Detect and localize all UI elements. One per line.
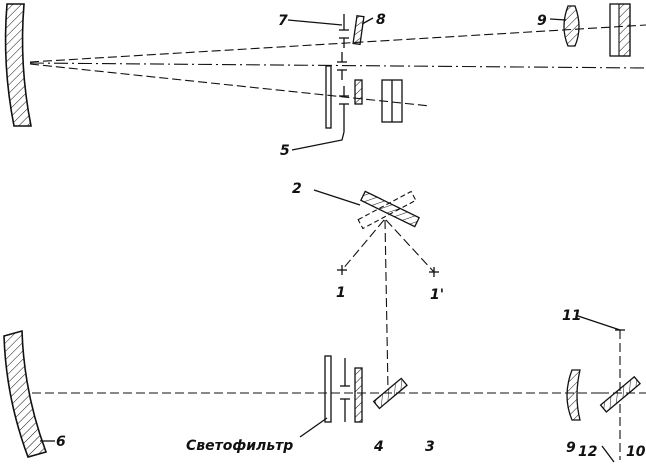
- rotating-mirror-2: [313, 189, 439, 391]
- lower-mirror-6: [3, 329, 48, 458]
- slit-7: [339, 14, 349, 48]
- label-10: 10: [626, 444, 646, 460]
- mirror-10: [599, 375, 641, 413]
- label-3: 3: [425, 439, 435, 455]
- label-5: 5: [280, 143, 290, 159]
- lower-block: [381, 79, 403, 123]
- label-1: 1: [336, 285, 346, 301]
- plate-4: [354, 367, 363, 423]
- plate-8: [352, 14, 365, 46]
- leader-9-top: [549, 18, 567, 21]
- upper-beam-top: [29, 24, 646, 63]
- label-8: 8: [376, 12, 386, 28]
- label-12: 12: [578, 444, 597, 460]
- label-9-bottom: 9: [566, 440, 576, 456]
- labels: 7 8 9 5 2 1 1' 11 6 Светофильтр 4 3 9 12…: [56, 12, 646, 460]
- label-6: 6: [56, 434, 66, 450]
- filter-5: [325, 65, 349, 132]
- lower-slit: [340, 358, 350, 422]
- label-filter: Светофильтр: [186, 438, 293, 454]
- beam-splitter-3: [372, 377, 408, 410]
- lower-plate: [354, 79, 363, 105]
- leader-filter: [299, 417, 328, 438]
- lens-9-bottom: [566, 369, 581, 421]
- source-1: [337, 265, 347, 275]
- label-7: 7: [278, 13, 288, 29]
- upper-mirror: [4, 3, 32, 127]
- label-1-prime: 1': [430, 287, 444, 303]
- block-top-right: [609, 3, 631, 57]
- upper-beam-bottom: [29, 63, 431, 107]
- upper-scheme: [4, 3, 646, 151]
- label-2: 2: [292, 181, 302, 197]
- leader-5: [291, 131, 345, 151]
- lower-scheme: [3, 315, 646, 463]
- leader-8: [361, 17, 374, 25]
- central-slit: [337, 52, 347, 80]
- light-filter: [324, 355, 332, 423]
- label-11: 11: [562, 308, 581, 324]
- lens-9-top: [563, 5, 580, 47]
- leader-11: [577, 315, 621, 331]
- leader-7: [287, 19, 343, 26]
- source-1-prime: [429, 267, 439, 277]
- upper-axis: [29, 62, 646, 69]
- label-4: 4: [373, 439, 384, 455]
- mark-12: [601, 445, 615, 463]
- label-9-top: 9: [537, 13, 547, 29]
